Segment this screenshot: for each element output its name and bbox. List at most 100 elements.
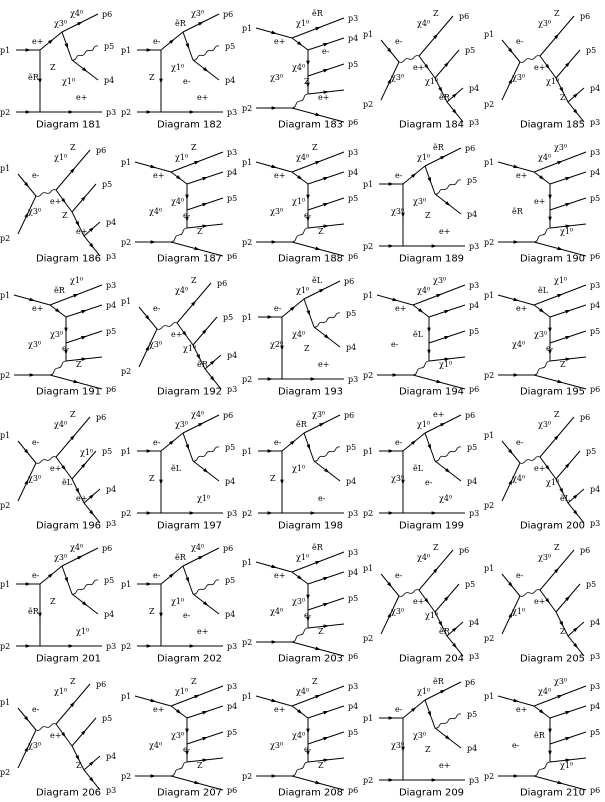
internal-particle-label: Z	[554, 410, 560, 419]
internal-particle-label: Z	[149, 474, 155, 483]
external-particle-label: p4	[590, 618, 600, 627]
arrow-icon	[202, 67, 209, 72]
arrow-icon	[73, 379, 79, 384]
internal-particle-label: ẽR	[433, 143, 445, 152]
internal-particle-label: e-	[32, 705, 40, 714]
arrow-icon	[48, 39, 54, 44]
boson-propagator	[192, 446, 220, 462]
external-particle-label: p2	[484, 772, 494, 781]
internal-particle-label: Z	[554, 543, 560, 552]
boson-propagator	[35, 723, 57, 731]
arrow-icon	[315, 160, 321, 165]
arrow-icon	[548, 327, 552, 334]
arrow-icon	[554, 568, 559, 574]
arrow-icon	[411, 439, 417, 445]
arrow-icon	[323, 176, 329, 181]
internal-particle-label: e+	[76, 227, 87, 236]
arrow-icon	[145, 345, 150, 352]
internal-particle-label: χ1⁰	[554, 276, 567, 285]
internal-particle-label: e+	[171, 330, 182, 339]
external-particle-label: p5	[590, 194, 600, 203]
arrow-icon	[185, 443, 190, 450]
arrow-icon	[545, 598, 550, 604]
arrow-icon	[323, 90, 329, 95]
internal-particle-label: ẽL	[413, 330, 424, 339]
internal-particle-label: Z	[312, 143, 318, 152]
external-particle-label: p5	[346, 443, 356, 452]
arrow-icon	[70, 434, 75, 440]
arrow-icon	[323, 43, 329, 47]
external-particle-label: p6	[465, 678, 475, 687]
internal-particle-label: Z	[149, 607, 155, 616]
arrow-icon	[323, 224, 329, 228]
internal-particle-label: χ4⁰	[296, 687, 309, 696]
external-particle-label: p4	[104, 610, 114, 619]
internal-particle-label: χ1⁰	[54, 153, 67, 162]
diagram-caption: Diagram 189	[399, 253, 464, 264]
arrow-icon	[159, 479, 163, 485]
arrow-icon	[29, 373, 36, 377]
internal-particle-label: ẽR	[175, 19, 187, 28]
external-particle-label: p6	[348, 252, 358, 261]
arrow-icon	[89, 776, 94, 783]
diagram-caption: Diagram 203	[278, 654, 343, 665]
internal-particle-label: χ1⁰	[296, 286, 309, 295]
internal-particle-label: e-	[274, 438, 282, 447]
arrow-icon	[24, 746, 29, 752]
boson-propagator	[519, 589, 541, 598]
internal-particle-label: e+	[516, 304, 527, 313]
external-particle-label: p6	[227, 252, 237, 261]
external-particle-label: p2	[363, 776, 373, 785]
arrow-icon	[306, 594, 310, 601]
internal-particle-label: Z	[318, 627, 324, 636]
external-particle-label: p5	[225, 42, 235, 51]
internal-particle-label: χ3⁰	[391, 207, 404, 216]
internal-particle-label: Z	[560, 93, 566, 102]
arrow-icon	[306, 616, 310, 623]
arrow-icon	[319, 288, 325, 293]
internal-particle-label: e+	[516, 705, 527, 714]
arrow-icon	[418, 308, 424, 313]
external-particle-label: p6	[459, 546, 469, 555]
external-particle-label: p6	[102, 10, 112, 19]
external-particle-label: p6	[580, 12, 590, 21]
external-particle-label: p4	[225, 477, 235, 486]
arrow-icon	[306, 82, 310, 88]
internal-particle-label: ẽR	[197, 360, 209, 369]
internal-particle-label: e-	[395, 705, 403, 714]
external-particle-label: p3	[348, 509, 358, 518]
external-particle-label: p2	[484, 100, 494, 109]
arrow-icon	[548, 750, 552, 756]
arrow-icon	[189, 510, 195, 515]
boson-propagator	[313, 312, 341, 328]
arrow-icon	[573, 93, 579, 98]
internal-particle-label: χ1⁰	[417, 153, 430, 162]
external-particle-label: p5	[465, 580, 475, 589]
external-particle-label: p3	[590, 281, 600, 290]
diagram-caption: Diagram 192	[157, 387, 222, 398]
arrow-icon	[513, 698, 519, 703]
diagram-caption: Diagram 191	[36, 387, 101, 398]
external-particle-label: p3	[227, 108, 237, 117]
arrow-icon	[185, 750, 189, 756]
diagram-caption: Diagram 209	[399, 788, 464, 799]
external-particle-label: p6	[344, 411, 354, 420]
arrow-icon	[440, 422, 446, 427]
arrow-icon	[25, 644, 32, 649]
arrow-icon	[444, 310, 450, 314]
external-particle-label: p4	[590, 301, 600, 310]
arrow-icon	[202, 328, 207, 335]
internal-particle-label: ẽR	[28, 607, 40, 616]
internal-particle-label: e-	[516, 571, 524, 580]
arrow-icon	[191, 300, 196, 307]
external-particle-label: p5	[469, 327, 479, 336]
external-particle-label: p6	[348, 652, 358, 661]
arrow-icon	[202, 601, 209, 607]
internal-particle-label: χ1⁰	[425, 77, 438, 86]
internal-particle-label: χ3⁰	[28, 741, 41, 750]
